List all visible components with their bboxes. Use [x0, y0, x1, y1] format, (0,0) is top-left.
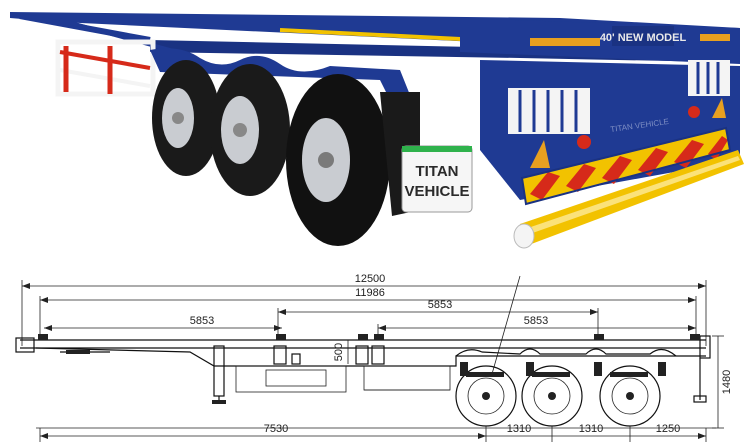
rear-bumper	[520, 126, 732, 206]
dim-5853-left: 5853	[190, 315, 214, 327]
tire-1	[152, 60, 220, 176]
undercarriage-boxes	[235, 365, 451, 393]
dim-500: 500	[333, 343, 345, 361]
trailer-photo: TITAN VEHICLE 40' NEW MODEL	[10, 12, 744, 249]
dimension-left-twistlock: 5853	[44, 315, 282, 331]
side-guard	[55, 39, 156, 97]
dim-5853-right: 5853	[524, 315, 548, 327]
dimension-middle-twistlock: 5853	[277, 299, 599, 336]
plate-line-2: VEHICLE	[404, 183, 469, 200]
dimension-total-height: 1480	[712, 335, 733, 429]
mid-fittings	[273, 345, 385, 365]
dimension-axle-spacing-1: 1310	[486, 423, 553, 442]
dim-1480: 1480	[721, 370, 733, 394]
dimension-rear-overhang: 1250	[630, 423, 707, 442]
dim-11986: 11986	[355, 287, 385, 299]
side-reflective-stripe	[279, 28, 481, 42]
dim-1310-a: 1310	[507, 423, 531, 435]
dim-5853-middle: 5853	[428, 299, 452, 311]
plate-line-1: TITAN	[415, 163, 458, 180]
dim-1310-b: 1310	[579, 423, 603, 435]
dim-1250: 1250	[656, 423, 680, 435]
dim-7530: 7530	[264, 423, 288, 435]
twistlocks	[38, 334, 700, 340]
kingpin	[60, 350, 110, 354]
rear-header: 40' NEW MODEL	[460, 18, 740, 64]
side-view-drawing: 12500 11986 5853 5853	[15, 273, 733, 442]
dimension-right-twistlock: 5853	[377, 315, 696, 338]
suspension-frame	[455, 348, 677, 357]
dimension-kingpin-height: 500	[333, 340, 349, 364]
dimension-overall-length: 12500	[21, 273, 707, 346]
landing-gear	[212, 345, 226, 404]
dimension-axle-spacing-2: 1310	[552, 423, 631, 442]
chassis-beam	[15, 335, 711, 367]
header-model-text: 40' NEW MODEL	[600, 32, 687, 44]
leaf-springs	[460, 362, 666, 377]
mud-flap-plate: TITAN VEHICLE	[401, 145, 473, 213]
tire-3	[286, 74, 390, 246]
rear-bumper-drawing	[693, 358, 707, 403]
dim-12500: 12500	[355, 273, 386, 285]
axle-frame	[150, 48, 420, 121]
underride-bar	[513, 150, 744, 249]
dimension-inner-length: 11986	[39, 287, 697, 336]
tire-2	[210, 64, 290, 196]
dimension-kingpin-to-axle: 7530	[39, 423, 487, 442]
